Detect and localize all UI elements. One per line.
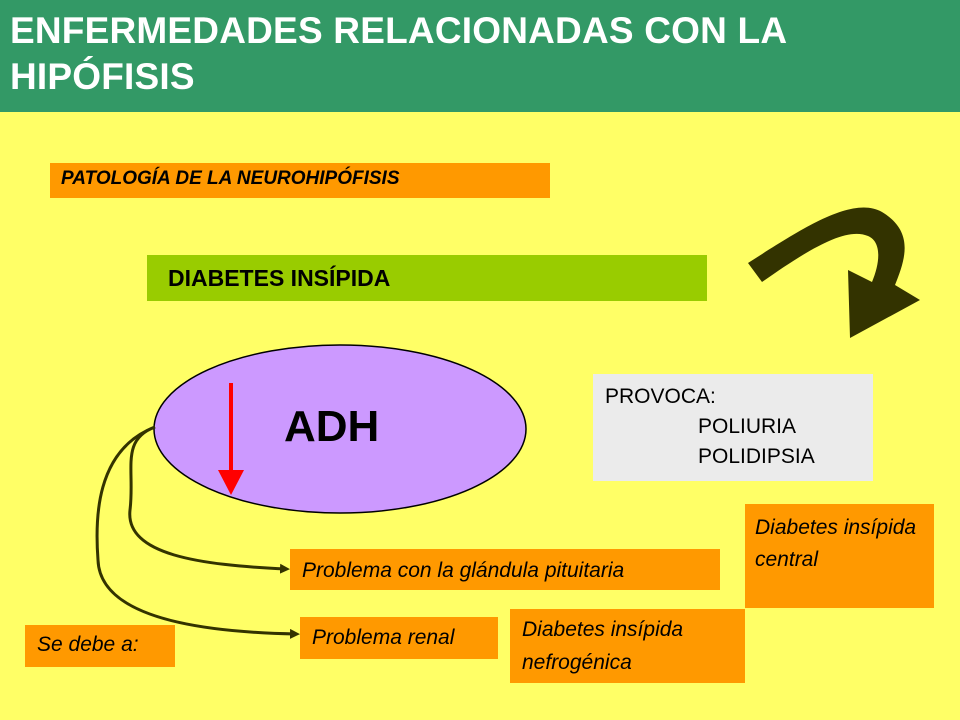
cause-connector-curves — [95, 425, 300, 639]
type-nephrogenic-box: Diabetes insípida nefrogénica — [510, 609, 745, 683]
section-label: PATOLOGÍA DE LA NEUROHIPÓFISIS — [50, 163, 550, 198]
decrease-arrow-icon — [218, 383, 244, 495]
effects-title: PROVOCA: — [605, 385, 716, 408]
causes-label: Se debe a: — [25, 625, 175, 667]
curved-arrow-icon — [748, 207, 920, 338]
slide-title: ENFERMEDADES RELACIONADAS CON LA HIPÓFIS… — [10, 10, 786, 97]
subsection-label: DIABETES INSÍPIDA — [147, 255, 707, 301]
effect-item: POLIURIA — [698, 415, 797, 438]
type-central-box: Diabetes insípida central — [745, 504, 934, 608]
slide-header: ENFERMEDADES RELACIONADAS CON LA HIPÓFIS… — [0, 0, 960, 112]
cause-renal-box: Problema renal — [300, 617, 498, 659]
effect-item: POLIDIPSIA — [698, 445, 815, 468]
hormone-label: ADH — [284, 402, 380, 451]
effects-box: PROVOCA: POLIURIA POLIDIPSIA — [593, 374, 873, 481]
cause-pituitary-box: Problema con la glándula pituitaria — [290, 549, 720, 590]
